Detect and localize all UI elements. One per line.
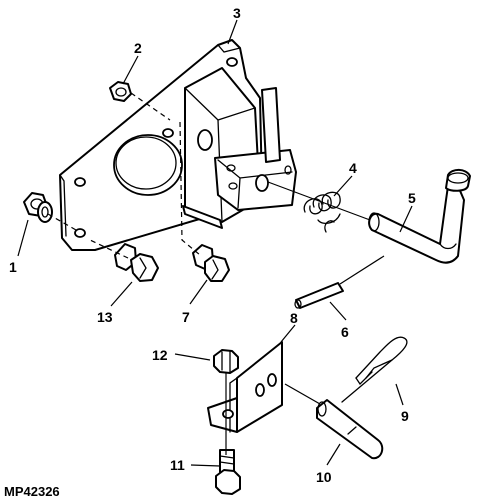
callout-10: 10 — [316, 469, 332, 485]
callout-5: 5 — [408, 190, 416, 206]
callout-13: 13 — [97, 309, 113, 325]
callout-3: 3 — [233, 5, 241, 21]
callout-labels: 3 2 4 5 1 13 7 6 8 12 9 10 11 — [9, 5, 416, 485]
bolt-7 — [192, 244, 230, 282]
hair-pin-clip — [341, 336, 408, 403]
callout-1: 1 — [9, 259, 17, 275]
callout-11: 11 — [170, 457, 185, 473]
bolt-13 — [114, 243, 159, 282]
callout-9: 9 — [401, 408, 409, 424]
callout-12: 12 — [152, 347, 168, 363]
bracket — [207, 341, 283, 433]
nut-2 — [109, 81, 132, 102]
callout-7: 7 — [182, 309, 190, 325]
assembly-lines — [47, 92, 385, 455]
roll-pin — [294, 282, 344, 309]
bolt-12 — [213, 349, 239, 374]
callout-2: 2 — [134, 40, 142, 56]
l-pin — [368, 168, 471, 264]
bolt-11 — [215, 449, 241, 495]
spring — [303, 191, 341, 233]
nut-1 — [23, 192, 53, 223]
figure-id: MP42326 — [4, 484, 60, 499]
callout-8: 8 — [290, 310, 298, 326]
callout-4: 4 — [349, 160, 357, 176]
mounting-plate — [59, 39, 297, 251]
pin-10 — [316, 399, 384, 460]
callout-leaders — [17, 19, 413, 467]
callout-6: 6 — [341, 324, 349, 340]
